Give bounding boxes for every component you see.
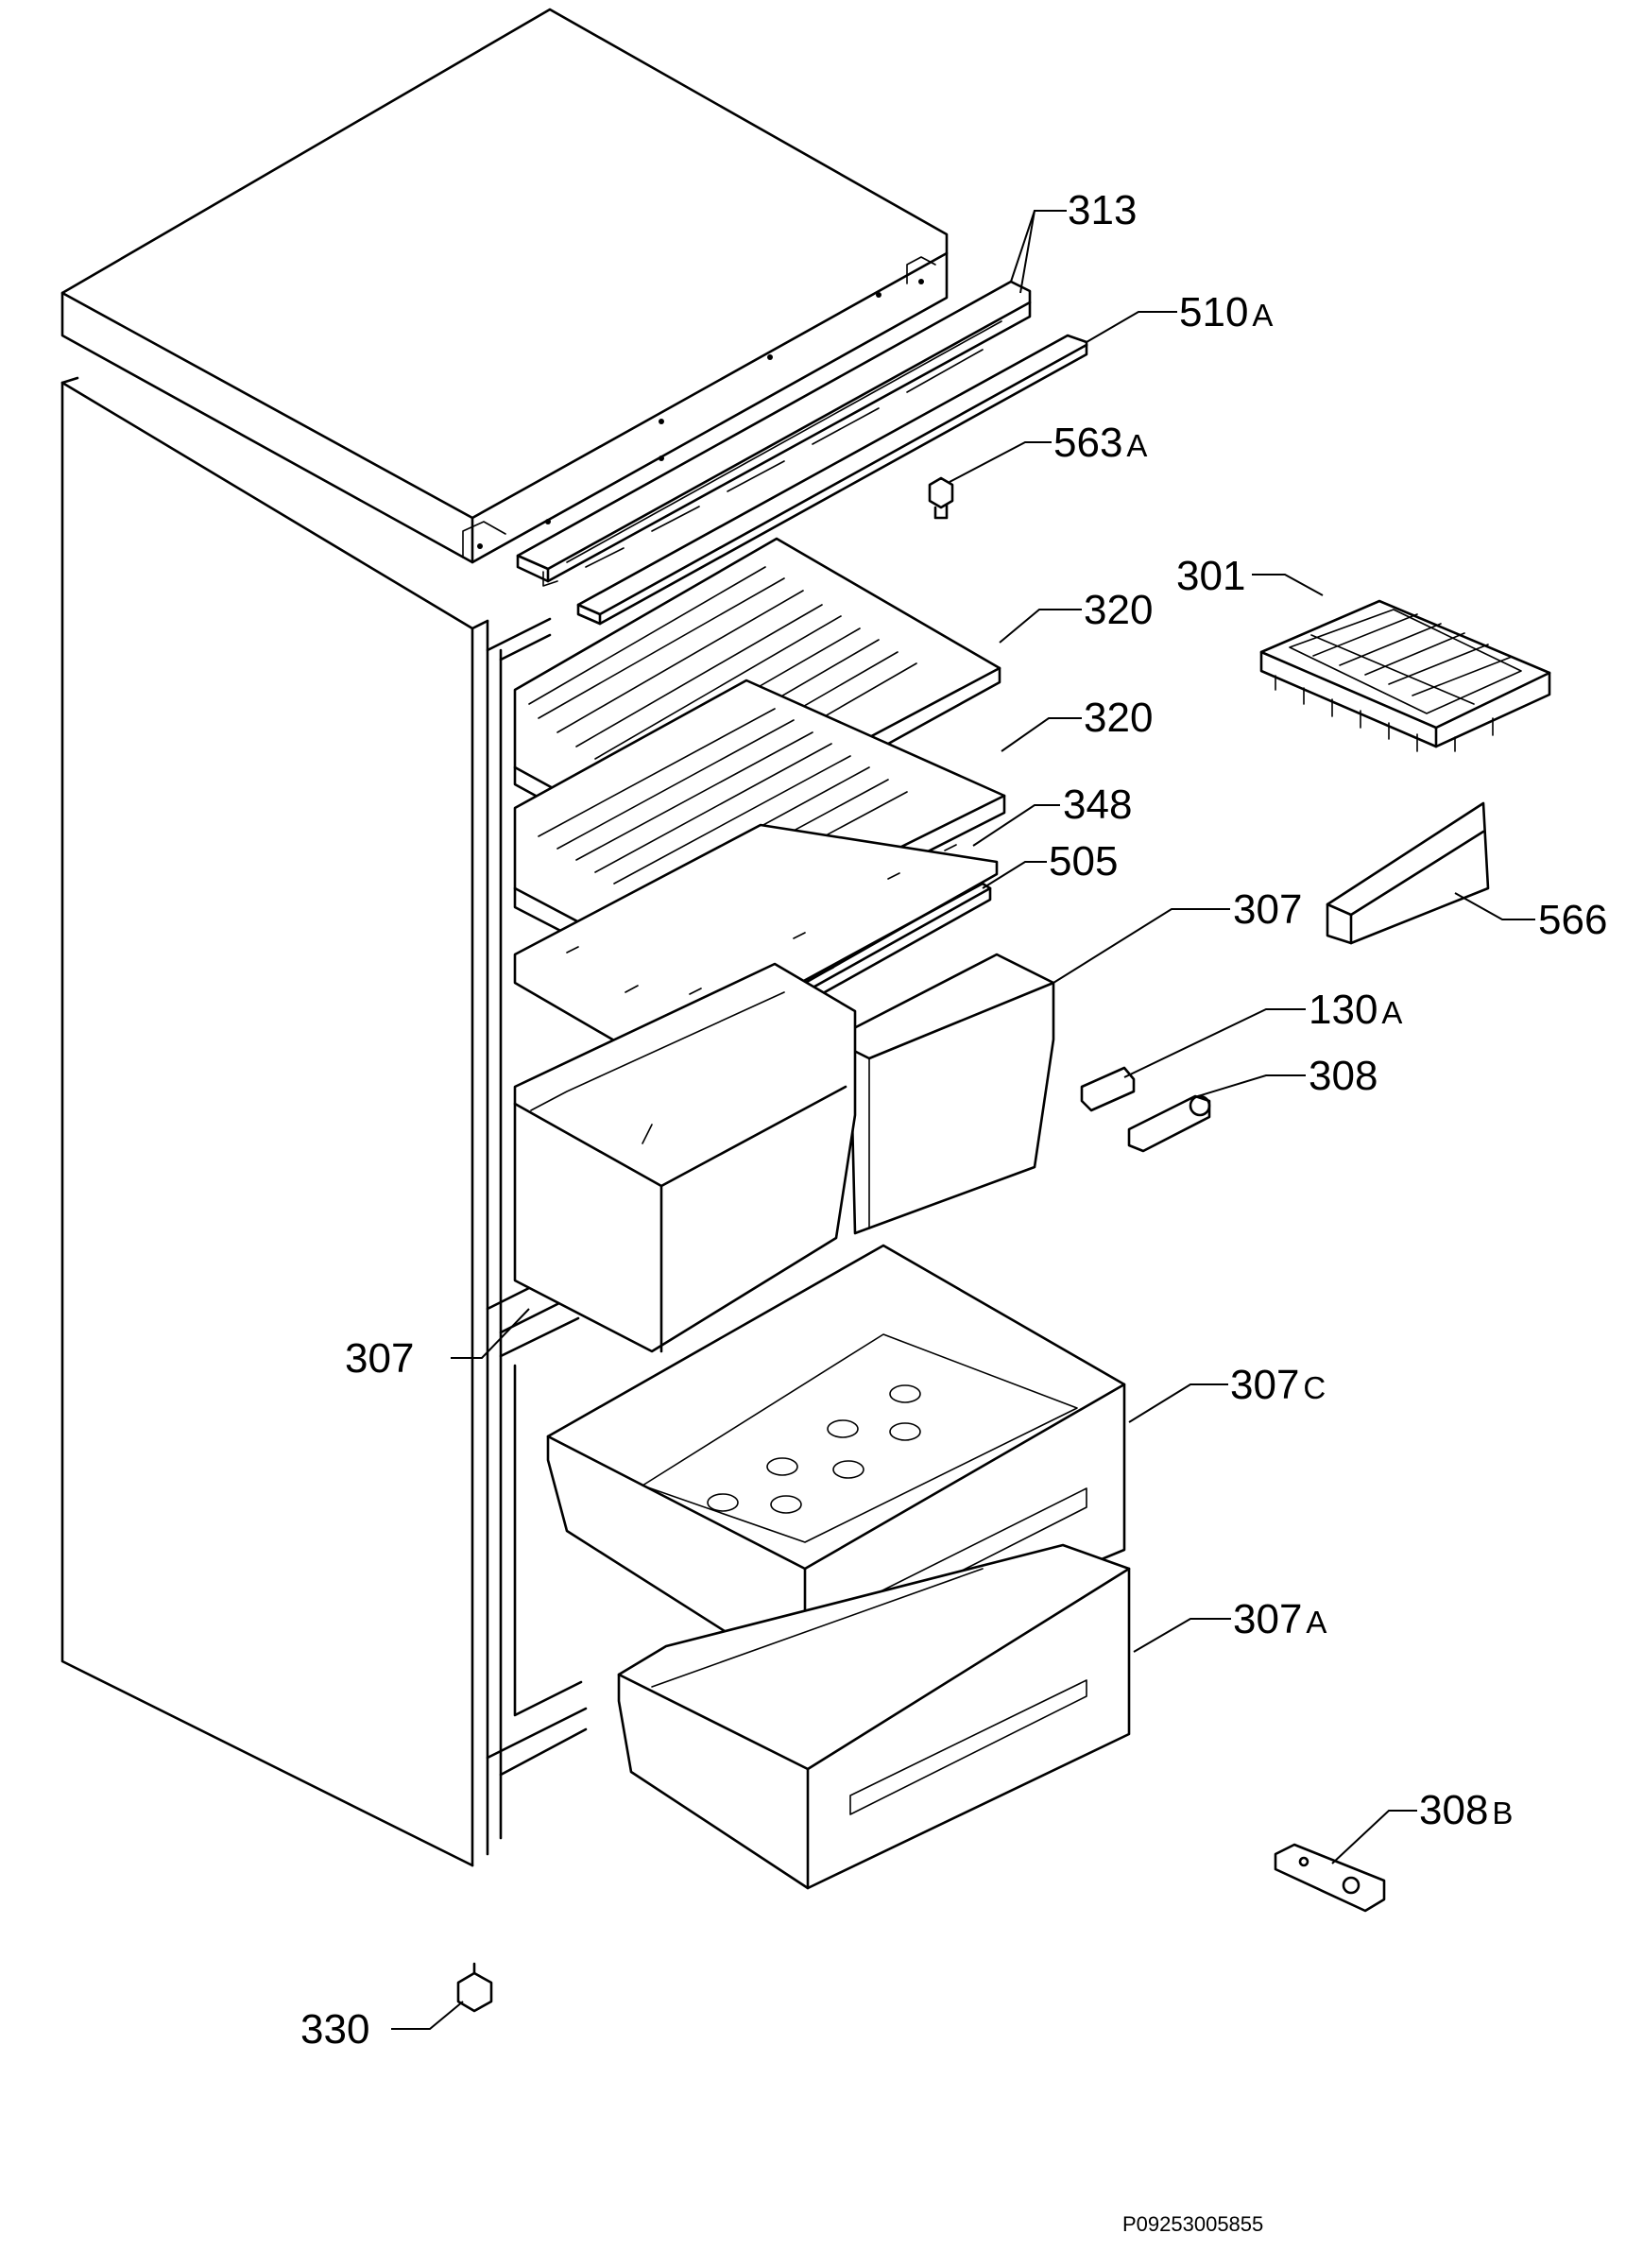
callout-c308: 308 (1309, 1053, 1378, 1099)
document-code: P09253005855 (1122, 2212, 1263, 2236)
callout-number: 308 (1419, 1787, 1488, 1833)
hinge-pin-130a (1080, 1066, 1136, 1112)
callout-suffix: A (1381, 995, 1402, 1030)
callout-number: 307 (1230, 1362, 1299, 1408)
upper-drawer-right (848, 953, 1055, 1235)
callout-number: 320 (1084, 695, 1153, 741)
callout-c348: 348 (1063, 782, 1132, 828)
shelf-rail (576, 334, 1088, 626)
callout-c330: 330 (300, 2006, 369, 2053)
leader-lines (391, 210, 1535, 2030)
callout-suffix: A (1126, 428, 1147, 463)
ice-cube-tray (1259, 599, 1551, 752)
callout-suffix: A (1306, 1605, 1326, 1640)
callout-c301: 301 (1176, 553, 1245, 599)
screw-563a (928, 476, 954, 520)
callout-number: 307 (1233, 1596, 1302, 1642)
callout-suffix: A (1252, 298, 1273, 333)
top-cover (60, 8, 949, 564)
callout-number: 510 (1179, 289, 1248, 335)
hinge-308 (1127, 1094, 1211, 1153)
callout-c320b: 320 (1084, 695, 1153, 741)
callout-suffix: C (1303, 1370, 1326, 1405)
callout-number: 563 (1053, 420, 1122, 466)
callout-number: 348 (1063, 782, 1132, 828)
callout-number: 330 (300, 2006, 369, 2053)
callout-c307b: 307 (345, 1335, 414, 1382)
callout-number: 307 (345, 1335, 414, 1382)
callout-number: 307 (1233, 886, 1302, 933)
callout-number: 566 (1538, 897, 1607, 943)
callout-number: 130 (1309, 987, 1378, 1033)
callout-number: 313 (1068, 187, 1137, 233)
callout-c320a: 320 (1084, 587, 1153, 633)
callout-c505: 505 (1049, 838, 1118, 885)
callout-number: 301 (1176, 553, 1245, 599)
callout-c566: 566 (1538, 897, 1607, 943)
callout-suffix: B (1492, 1796, 1513, 1830)
callout-c313: 313 (1068, 187, 1137, 233)
slider-part (1326, 801, 1490, 945)
hinge-308b (1274, 1843, 1386, 1913)
callout-number: 308 (1309, 1053, 1378, 1099)
adjustable-foot (456, 1962, 493, 2013)
callout-c307a: 307 (1233, 886, 1302, 933)
callout-number: 320 (1084, 587, 1153, 633)
cabinet-body (60, 376, 588, 1867)
callout-number: 505 (1049, 838, 1118, 885)
freezer-drawer (617, 1543, 1131, 1890)
upper-drawer-left (513, 962, 857, 1353)
